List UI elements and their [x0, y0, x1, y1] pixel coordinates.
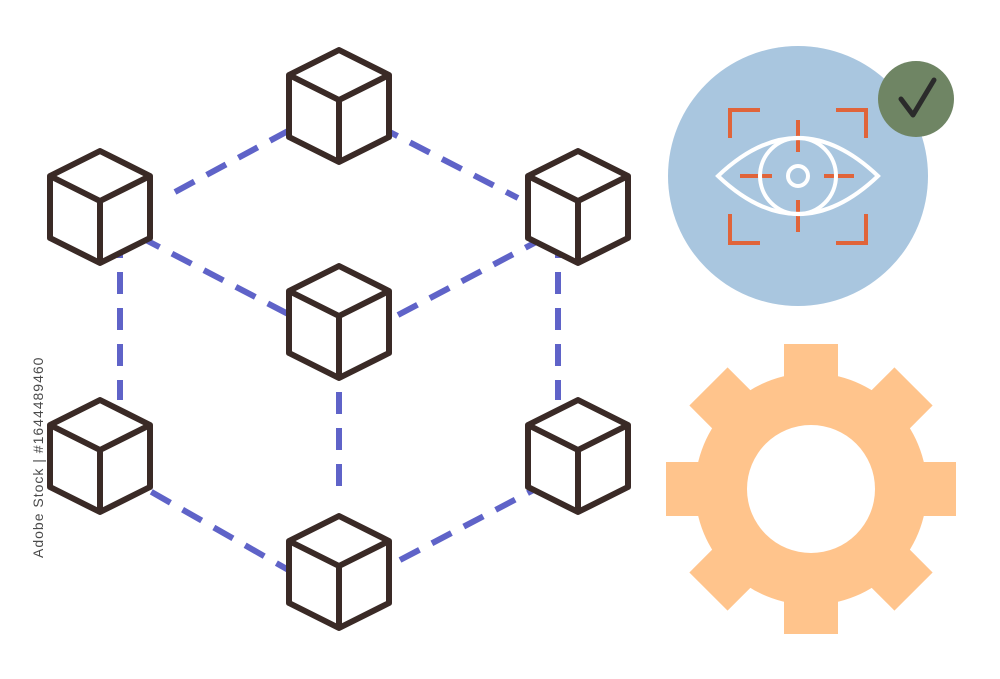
connection-line: [138, 234, 292, 318]
cube-icon: [289, 266, 389, 378]
connection-line: [396, 237, 542, 318]
gear-icon: [666, 344, 956, 634]
connection-line: [118, 471, 294, 575]
checkmark-badge-background: [878, 61, 954, 137]
cube-icon: [289, 516, 389, 628]
gear-hole: [747, 425, 875, 553]
stock-id-watermark: Adobe Stock | #1644489460: [30, 356, 46, 558]
checkmark-badge: [878, 61, 954, 137]
cube-icon: [528, 151, 628, 263]
checkmark-icon: [898, 77, 937, 118]
connection-line: [398, 481, 547, 563]
connection-line: [376, 123, 520, 201]
eye-icon: [715, 136, 881, 216]
eye-scan-icon: [668, 46, 928, 306]
cube-nodes: [50, 50, 628, 628]
cube-icon: [289, 50, 389, 162]
cube-icon: [528, 400, 628, 512]
cube-icon: [50, 400, 150, 512]
cube-icon: [50, 151, 150, 263]
